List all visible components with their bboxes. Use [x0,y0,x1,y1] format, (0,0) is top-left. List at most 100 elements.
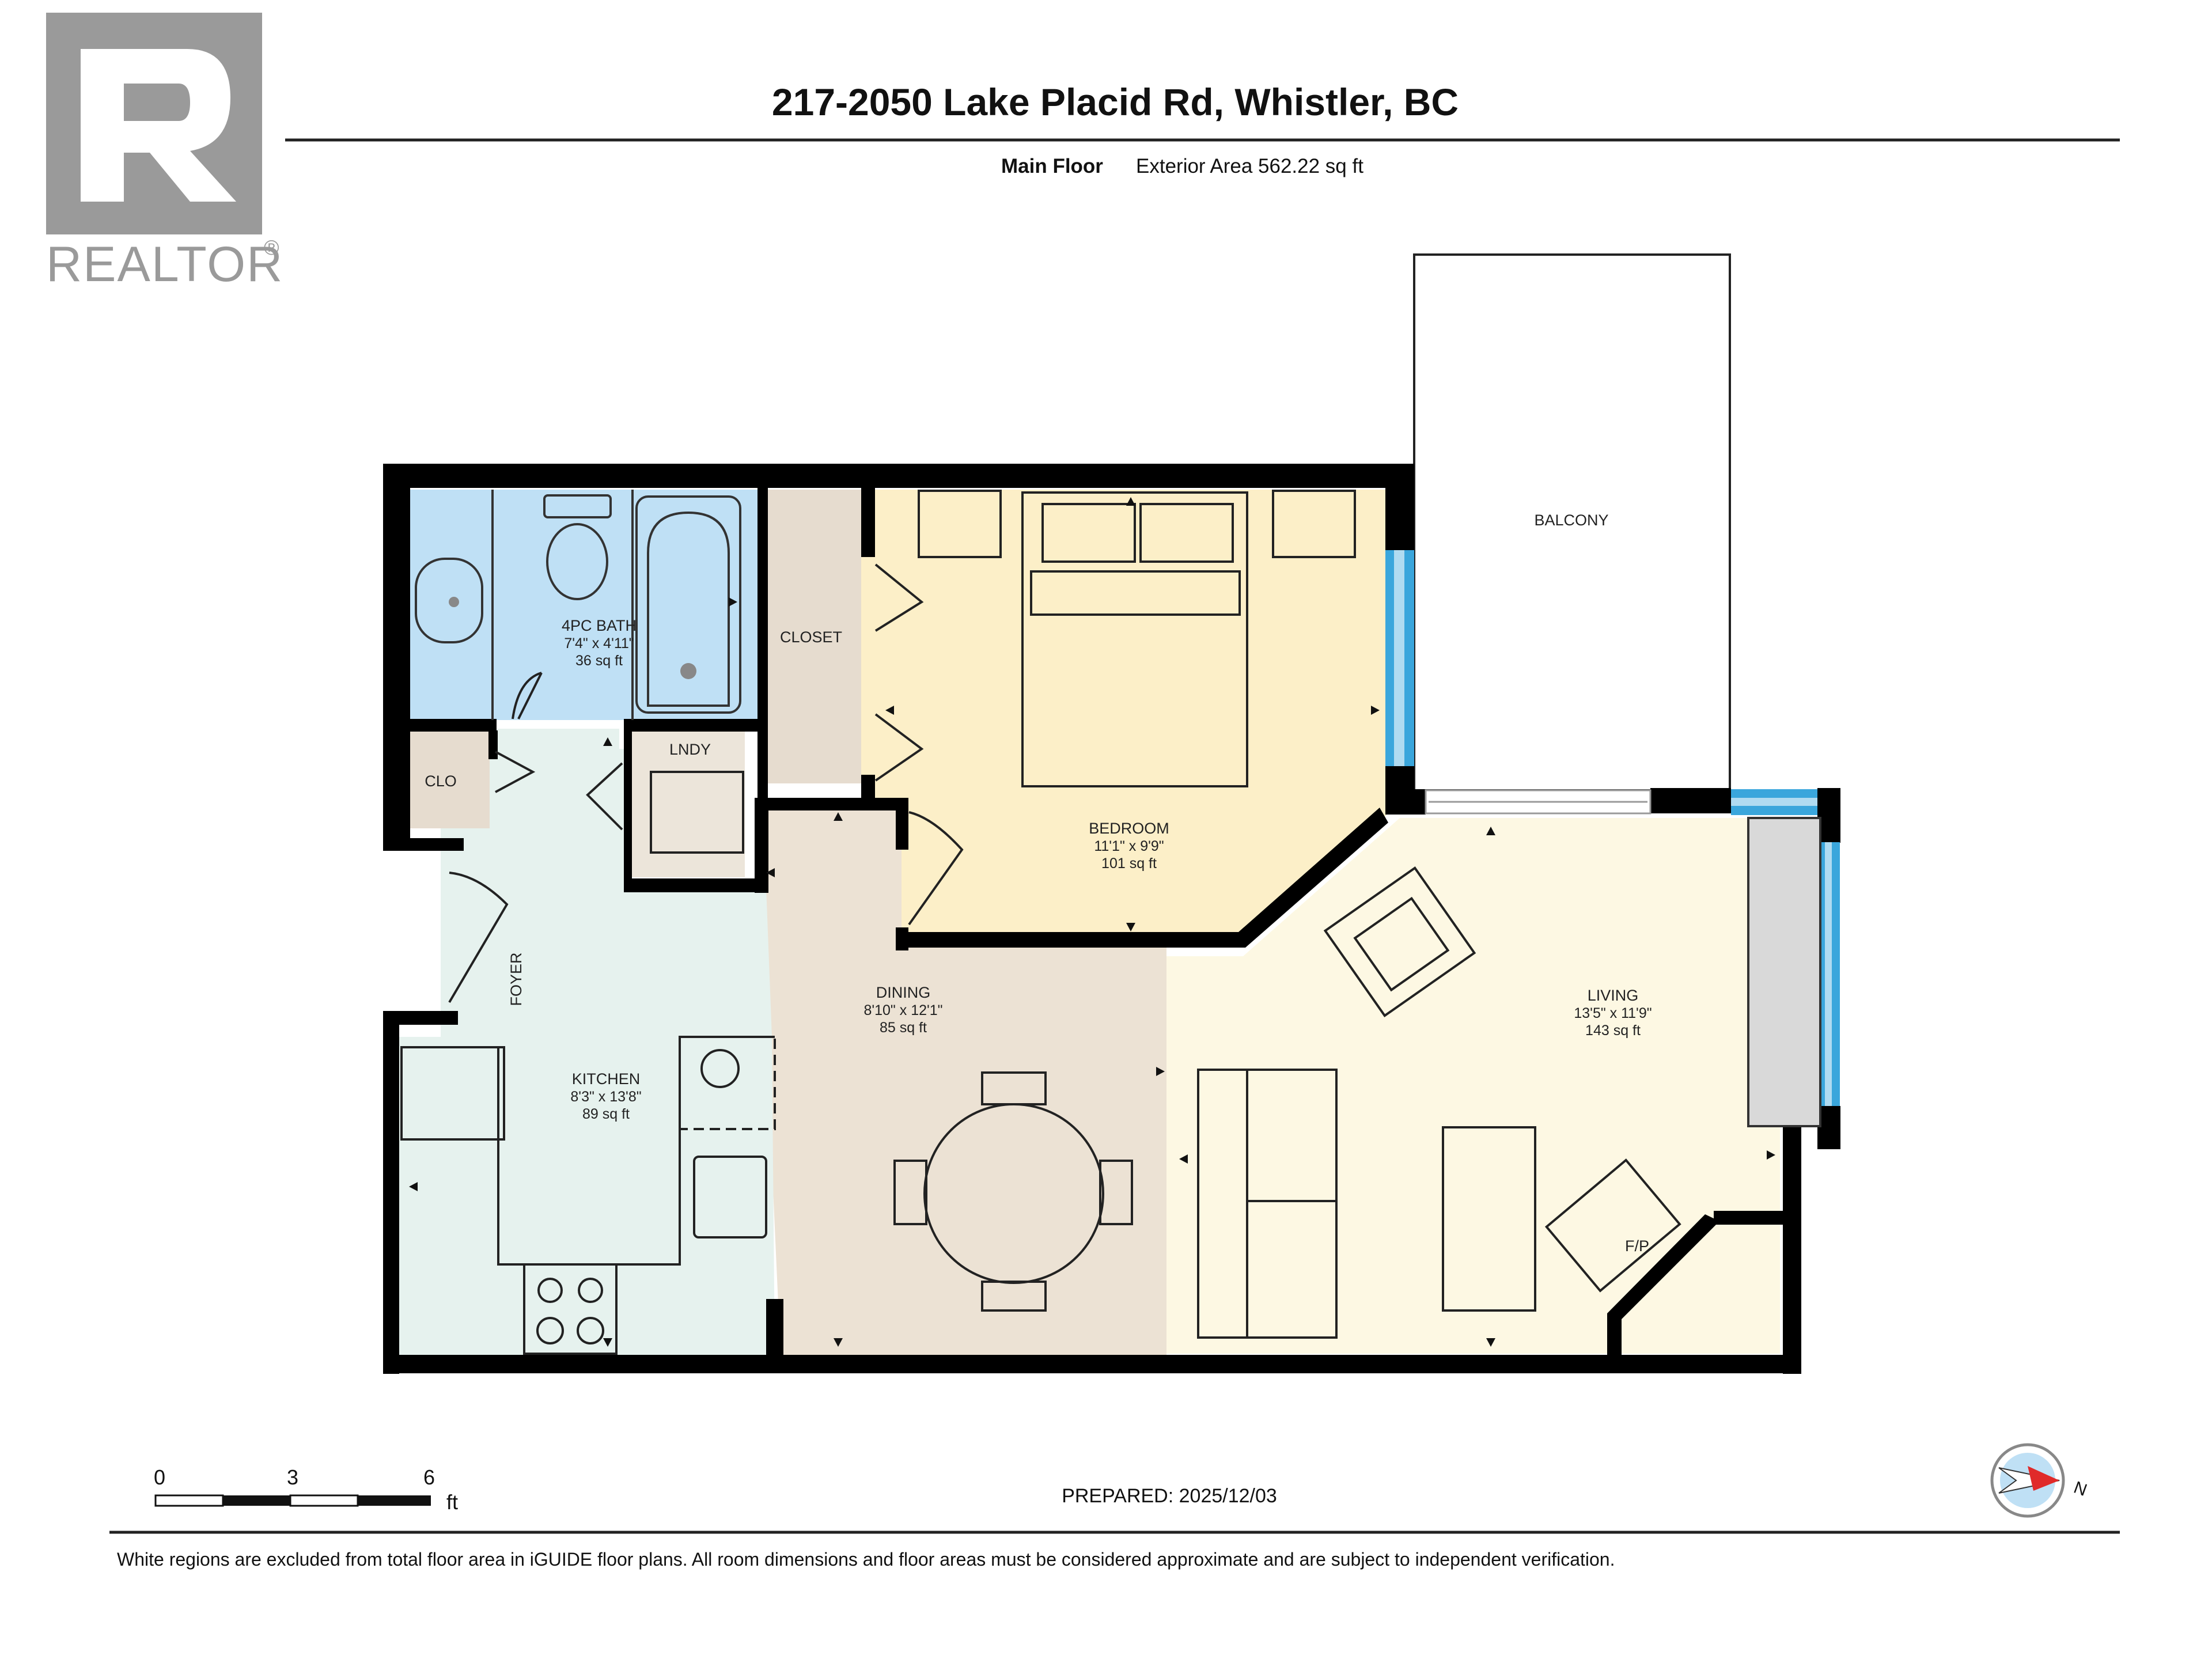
counter-outline [497,1036,775,1266]
kitchen-sink [693,1156,767,1238]
wall-fp-h [1714,1211,1783,1225]
doors [448,563,964,1003]
wall-closet-bottom [763,798,902,810]
sink-counter [415,558,483,643]
lndy-door [586,762,623,831]
burner-4 [577,1317,604,1344]
wall-living-right [1783,1120,1801,1374]
living-window-right-inner [1825,842,1832,1106]
wall-kitchen-divider [766,1299,783,1357]
washer-dryer [650,771,744,854]
scale-tick-6: 6 [423,1465,435,1489]
clo-door [495,751,536,793]
realtor-logo-r [81,49,236,202]
scale-bar: 0 3 6 ft [154,1465,458,1514]
wall-living-top [1385,789,1426,815]
wall-living-top2 [1650,788,1731,813]
windows [1385,550,1840,1106]
wall-lndy-bottom [624,878,768,892]
realtor-logo: REALTOR ® [46,13,283,292]
living-side-bench [1747,817,1821,1127]
compass-needle-north [2028,1466,2059,1491]
bedroom-door [908,811,964,926]
living-label: LIVING [1588,987,1639,1004]
wall-top [383,464,1414,488]
wall-clo-right [488,730,498,759]
exterior-area: Exterior Area 562.22 sq ft [1136,155,1363,177]
sink-drain [449,597,459,607]
wall-bottom [383,1355,1801,1373]
pillow-left [1041,503,1136,563]
dining-label: DINING [876,984,931,1001]
kitchen-dims: 8'3" x 13'8" [570,1089,641,1105]
blanket-fold [1030,570,1241,616]
wall-bedroom-bottom [896,808,1388,948]
foyer-door [448,872,509,1003]
closet-label: CLOSET [780,628,842,646]
closet-door-top [874,563,924,632]
bath-label: 4PC BATH [562,617,637,634]
scale-tick-0: 0 [154,1465,165,1489]
tub-drain [680,663,696,679]
toilet-bowl [546,523,608,600]
burner-3 [536,1317,564,1344]
bedroom-furniture [918,490,1356,787]
compass-n: N [2071,1478,2090,1500]
living-window-top-inner [1731,798,1817,806]
prepared-date: PREPARED: 2025/12/03 [1062,1485,1277,1507]
bath-fixtures [415,490,741,720]
wall-bath-bottom2 [624,719,763,732]
balcony-outline [1413,253,1731,791]
wall-bedroom-left3 [896,798,908,850]
wall-lndy-left [624,719,632,892]
pillow-right [1139,503,1234,563]
toilet-tank [543,494,612,518]
bath-fill [410,490,763,720]
footer-disclaimer: White regions are excluded from total fl… [117,1549,1615,1570]
foyer-label: FOYER [507,952,525,1006]
chair-bottom [981,1281,1047,1312]
lndy-label: LNDY [669,741,711,758]
realtor-logo-mark: ® [264,236,279,259]
closet-fill [763,490,861,783]
scale-unit: ft [446,1490,458,1514]
chair-top [981,1071,1047,1105]
wall-fp-diag [1607,1214,1719,1355]
wall-lndy-right [755,798,768,893]
kitchen-fixtures [400,771,776,1355]
bedroom-fill [861,490,1388,938]
bedroom-window-inner [1394,550,1404,766]
burner-2 [578,1278,603,1303]
dishwasher [679,1036,776,1130]
stove [523,1263,618,1355]
burner-1 [537,1278,563,1303]
scale-seg-2 [223,1495,290,1506]
wall-bedroom-left2 [861,775,875,809]
wall-bedroom-right-upper [1385,464,1414,550]
chair-right [1099,1160,1133,1225]
direction-markers [409,497,1775,1347]
sofa-back [1197,1069,1248,1339]
fp-label: F/P [1625,1237,1649,1255]
bedroom-label: BEDROOM [1089,820,1169,837]
armchair [1323,866,1476,1017]
coffee-table [1442,1126,1536,1312]
living-dims: 13'5" x 11'9" [1574,1005,1652,1021]
dining-area: 85 sq ft [880,1020,927,1036]
bedroom-dims: 11'1" x 9'9" [1094,838,1164,854]
scale-tick-3: 3 [287,1465,298,1489]
compass: N [1990,1443,2090,1518]
floor-label: Main Floor [1001,155,1103,177]
nightstand-left [918,490,1002,558]
bathtub [635,495,741,714]
page-title: 217-2050 Lake Placid Rd, Whistler, BC [772,81,1459,123]
room-labels: 4PC BATH 7'4" x 4'11" 36 sq ft CLOSET BE… [425,512,1652,1255]
wall-clo-left [393,730,402,834]
bed [1021,491,1248,787]
realtor-logo-text: REALTOR [46,237,283,292]
closet-door-bottom [874,713,924,782]
chair-left [893,1160,927,1225]
kitchen-area: 89 sq ft [582,1106,630,1122]
bathtub-basin [647,511,730,707]
